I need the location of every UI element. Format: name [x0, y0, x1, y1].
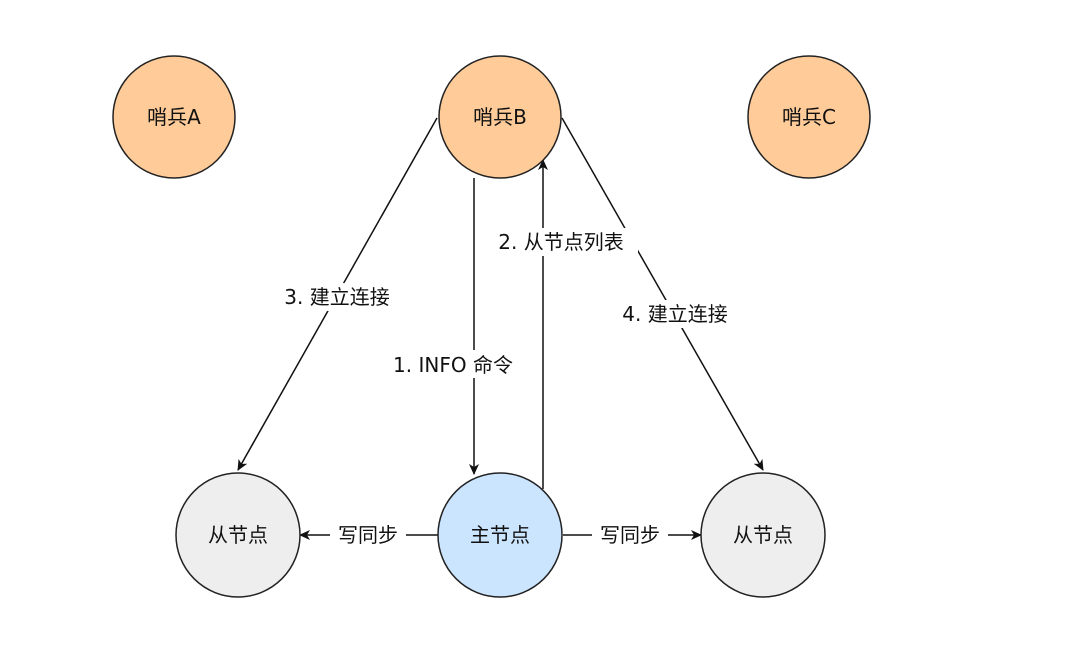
- edge-info-label-bg: [378, 350, 528, 378]
- replica-left-label: 从节点: [208, 523, 268, 547]
- edge-connect-right-label: 4. 建立连接: [622, 302, 727, 326]
- replica-left-node: 从节点: [175, 472, 301, 598]
- edge-replica-list-label: 2. 从节点列表: [498, 230, 623, 254]
- edge-connect-right-line: [561, 117, 764, 471]
- sentinel-a-node: 哨兵A: [112, 55, 236, 179]
- master-node: 主节点: [437, 472, 563, 598]
- sentinel-c-node: 哨兵C: [747, 55, 871, 179]
- replica-right-node: 从节点: [700, 472, 826, 598]
- edge-connect-right-label-bg: [608, 300, 742, 328]
- master-label: 主节点: [470, 523, 530, 547]
- edge-sync-left-label-bg: [330, 521, 406, 549]
- edge-sync-right-label: 写同步: [600, 523, 660, 547]
- edge-sync-left-label: 写同步: [338, 523, 398, 547]
- sentinel-b-label: 哨兵B: [473, 105, 527, 129]
- edge-replica-list-label-bg: [484, 228, 638, 256]
- sentinel-a-label: 哨兵A: [147, 105, 201, 129]
- edge-sync-right-label-bg: [592, 521, 668, 549]
- replica-right-label: 从节点: [733, 523, 793, 547]
- sentinel-c-label: 哨兵C: [782, 105, 836, 129]
- edge-connect-left-label: 3. 建立连接: [284, 285, 389, 309]
- edge-connect-left-label-bg: [270, 283, 404, 311]
- sentinel-b-node: 哨兵B: [438, 55, 562, 179]
- edge-info-label: 1. INFO 命令: [393, 353, 513, 377]
